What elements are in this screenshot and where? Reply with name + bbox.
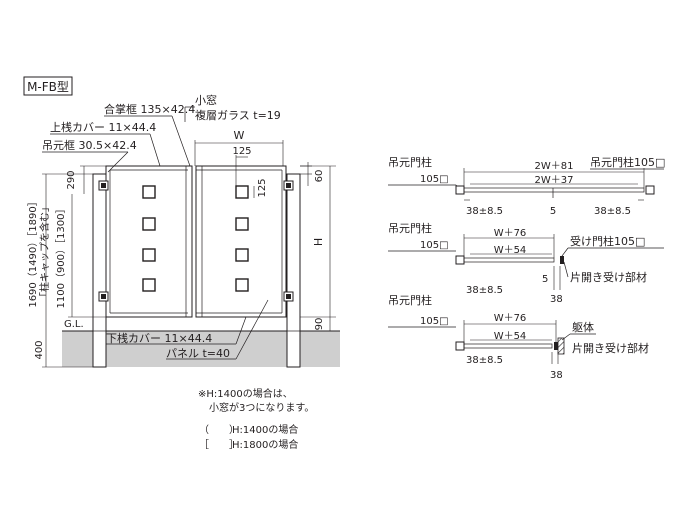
legend-paren-symbol: （ ）	[199, 424, 239, 436]
dim-290: 290	[66, 170, 77, 189]
model-label-box: M-FB型	[23, 76, 73, 96]
plan2-left-post-size: 105□	[420, 240, 449, 251]
plan1-outer-dim: 2W＋81	[535, 161, 574, 172]
legend-paren-text: H:1400の場合	[232, 423, 298, 436]
plan2-left-offset: 38±8.5	[466, 285, 503, 296]
plan3-outer-dim: W＋76	[494, 313, 527, 324]
plan1-inner-dim: 2W＋37	[535, 175, 574, 186]
plan1-right-label: 吊元門柱105□	[590, 155, 665, 169]
dim-125-side: 125	[257, 178, 268, 197]
plan3-inner-dim: W＋54	[494, 331, 527, 342]
dim-w: W	[234, 129, 245, 142]
post-square	[645, 185, 655, 195]
post-square	[455, 185, 465, 195]
plan1-left-offset: 38±8.5	[466, 206, 503, 217]
small-window	[142, 248, 156, 262]
note-line: 小窓が3つになります。	[209, 401, 314, 414]
elevation-view: W 125 125 290 60 H 90 1690（1490）［1890］ 「…	[27, 93, 340, 368]
legend-bracket-text: H:1800の場合	[232, 438, 298, 451]
plan-view-single-post: 吊元門柱 105□ W＋76 W＋54 受け門柱105□ 片開き受け部材 38±…	[388, 221, 664, 305]
small-window	[235, 217, 249, 231]
dim-90: 90	[314, 318, 325, 331]
dim-400: 400	[34, 340, 45, 359]
plan3-right-sub-label: 片開き受け部材	[572, 341, 649, 355]
plan2-gap: 5	[542, 274, 548, 285]
dim-60: 60	[314, 170, 325, 183]
receiver-part	[554, 342, 558, 350]
label-center-frame: 合掌框 135×42.4	[104, 102, 195, 116]
small-window	[235, 185, 249, 199]
left-gate-leaf	[105, 165, 193, 318]
plan1-right-offset: 38±8.5	[594, 206, 631, 217]
small-window	[235, 278, 249, 292]
plan2-right-sub-label: 片開き受け部材	[570, 270, 647, 284]
label-lower-cover: 下桟カバー 11×44.4	[106, 331, 212, 345]
plan2-outer-dim: W＋76	[494, 228, 527, 239]
note-line: ※H:1400の場合は、	[198, 387, 293, 400]
small-window	[142, 217, 156, 231]
small-window	[142, 278, 156, 292]
receiver-part	[560, 256, 564, 264]
label-small-window: 小窓	[195, 93, 217, 107]
small-window	[235, 248, 249, 262]
plan1-left-post-size: 105□	[420, 174, 449, 185]
plan2-end-dim: 38	[550, 294, 563, 305]
plan1-center-gap: 5	[550, 206, 556, 217]
notes: ※H:1400の場合は、 小窓が3つになります。 （ ） H:1400の場合 ［…	[198, 387, 314, 451]
right-gate-leaf	[195, 165, 287, 318]
label-upper-cover: 上桟カバー 11×44.4	[50, 120, 156, 134]
left-post	[92, 173, 107, 368]
small-window	[142, 185, 156, 199]
gl-label: G.L.	[64, 319, 84, 330]
plan-view-single-wall: 吊元門柱 105□ W＋76 W＋54 躯体 片開き受け部材 38±8.5 38	[388, 293, 649, 381]
dim-125-top: 125	[232, 146, 251, 157]
legend-bracket-symbol: ［ ］	[199, 439, 239, 451]
dim-post-height-note: 「柱キャップを含む」	[38, 202, 51, 302]
dim-post-height: 1690（1490）［1890］	[27, 196, 39, 307]
model-label: M-FB型	[27, 80, 69, 94]
plan3-end-dim: 38	[550, 370, 563, 381]
plan2-right-label: 受け門柱105□	[570, 234, 645, 248]
plan3-left-label: 吊元門柱	[388, 293, 432, 307]
plan3-left-post-size: 105□	[420, 316, 449, 327]
wall-body	[557, 337, 565, 355]
plan-view-double: 吊元門柱 105□ 吊元門柱105□ 2W＋81 2W＋37 38±8.5 5 …	[388, 155, 665, 217]
plan3-left-offset: 38±8.5	[466, 355, 503, 366]
right-post	[286, 173, 301, 368]
plan1-left-label: 吊元門柱	[388, 155, 432, 169]
label-window-glass: 複層ガラス t=19	[195, 108, 281, 122]
hinge-icon	[98, 180, 294, 302]
post-square	[455, 255, 465, 265]
label-panel: パネル t=40	[166, 347, 230, 360]
dim-h: H	[312, 238, 325, 246]
label-hinge-frame: 吊元框 30.5×42.4	[42, 139, 137, 152]
plan2-left-label: 吊元門柱	[388, 221, 432, 235]
post-square	[455, 341, 465, 351]
dim-panel-height: 1100（900）［1300］	[55, 204, 67, 309]
plan2-inner-dim: W＋54	[494, 245, 527, 256]
plan3-right-label: 躯体	[572, 320, 594, 334]
